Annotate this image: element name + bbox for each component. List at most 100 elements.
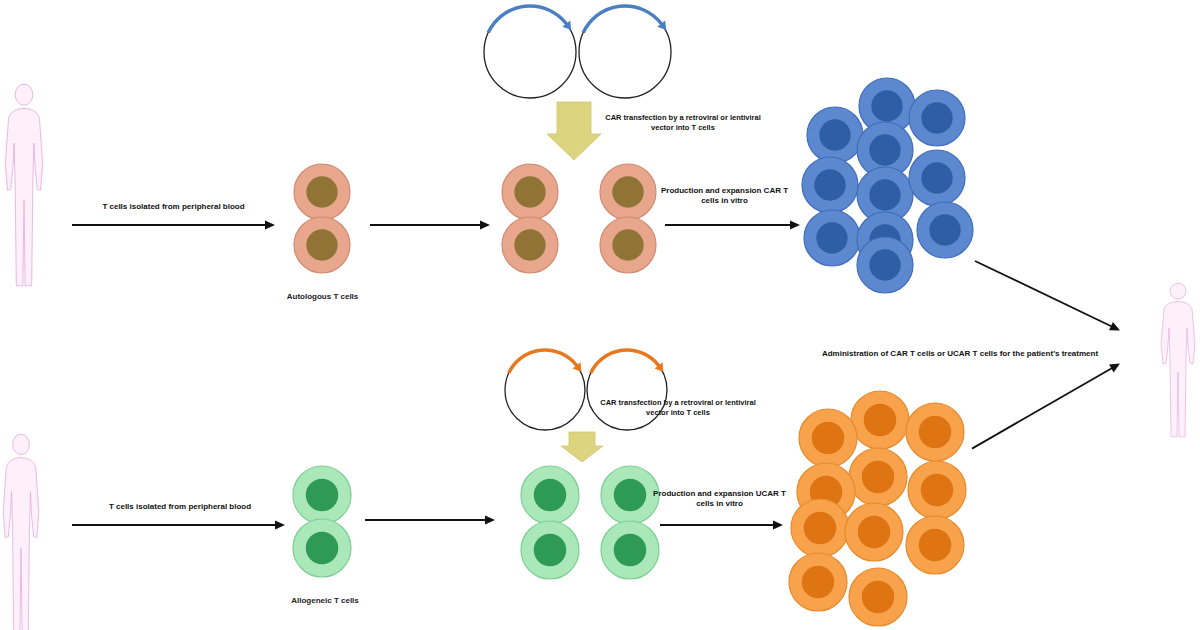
arrow-line	[972, 367, 1113, 448]
t-cell	[502, 164, 558, 220]
cell-nucleus	[858, 516, 890, 548]
arrow-line	[660, 524, 775, 526]
cell-group	[783, 372, 972, 630]
plasmid-ring	[505, 350, 585, 430]
cell-nucleus	[612, 229, 643, 260]
flow-arrow	[660, 521, 783, 530]
cell-nucleus	[804, 512, 836, 544]
cells-drawing	[275, 160, 370, 305]
cell-group: Autologous T cells	[275, 160, 370, 305]
t-cell	[909, 90, 965, 146]
transfection-arrow	[561, 432, 603, 462]
t-cell	[791, 499, 849, 557]
plasmid-vector	[482, 4, 674, 102]
t-cell	[917, 202, 973, 258]
arrow-label: T cells isolated from peripheral blood	[75, 502, 285, 512]
t-cell	[857, 237, 913, 293]
cell-nucleus	[871, 90, 902, 121]
cell-nucleus	[864, 404, 896, 436]
cells-drawing	[285, 462, 365, 615]
person-outline	[2, 80, 46, 290]
arrow-label: Production and expansion UCAR T cells in…	[652, 489, 787, 510]
t-cell	[293, 519, 351, 577]
gene-insert-head	[573, 362, 582, 371]
person-figure	[1120, 280, 1200, 440]
flow-arrow	[665, 221, 800, 230]
t-cell	[802, 157, 858, 213]
gene-insert-head	[657, 21, 666, 30]
cell-nucleus	[869, 179, 900, 210]
cell-nucleus	[306, 532, 338, 564]
cell-caption: Autologous T cells	[235, 292, 410, 302]
cell-nucleus	[814, 169, 845, 200]
cell-nucleus	[862, 581, 894, 613]
t-cell	[294, 217, 350, 273]
arrow-line	[665, 224, 792, 226]
cells-drawing	[783, 372, 972, 630]
arrow-label: Production and expansion CAR T cells in …	[657, 186, 792, 207]
arrow-head	[485, 516, 495, 525]
cells-drawing	[490, 160, 665, 280]
gene-insert-arc	[509, 350, 577, 373]
person-head	[1170, 283, 1186, 299]
t-cell	[789, 553, 847, 611]
t-cell	[849, 568, 907, 626]
cell-nucleus	[306, 229, 337, 260]
flow-arrow	[370, 221, 490, 230]
arrow-head	[773, 521, 783, 530]
t-cell	[600, 164, 656, 220]
gene-insert-arc	[583, 6, 661, 33]
t-cell	[502, 217, 558, 273]
cells-drawing	[800, 76, 975, 296]
cell-nucleus	[612, 176, 643, 207]
cell-group: Allogeneic T cells	[285, 462, 365, 615]
gene-insert-arc	[591, 350, 659, 373]
arrow-head	[790, 221, 800, 230]
person-head	[13, 434, 30, 455]
arrow-head	[1109, 322, 1120, 330]
cell-nucleus	[514, 229, 545, 260]
t-cell	[521, 466, 579, 524]
t-cell	[849, 448, 907, 506]
t-cell	[601, 521, 659, 579]
gene-insert-arc	[488, 6, 566, 33]
person-figure	[0, 80, 72, 290]
t-cell	[807, 107, 863, 163]
flow-arrow	[72, 221, 275, 230]
cell-nucleus	[921, 474, 953, 506]
transfection-arrow	[547, 102, 601, 160]
t-cell	[600, 217, 656, 273]
cell-nucleus	[929, 214, 960, 245]
t-cell	[804, 210, 860, 266]
cell-nucleus	[919, 416, 951, 448]
person-head	[15, 84, 33, 105]
t-cell	[294, 164, 350, 220]
cell-group	[800, 76, 975, 296]
t-cell	[799, 409, 857, 467]
plasmid-ring	[579, 6, 671, 98]
person-body	[1161, 302, 1195, 437]
plasmid-ring	[484, 6, 576, 98]
note-label: Administration of CAR T cells or UCAR T …	[785, 349, 1135, 359]
flow-arrow	[72, 521, 285, 530]
arrow-line	[975, 261, 1113, 327]
cell-nucleus	[869, 249, 900, 280]
person-outline	[0, 430, 42, 630]
arrow-line	[370, 224, 482, 226]
arrow-line	[72, 524, 277, 526]
cell-group	[490, 160, 665, 280]
cell-nucleus	[614, 534, 646, 566]
arrow-head	[1109, 364, 1120, 373]
arrow-label: CAR transfection by a retroviral or lent…	[598, 398, 758, 418]
arrow-line	[365, 519, 487, 521]
cell-nucleus	[614, 479, 646, 511]
t-cell	[293, 466, 351, 524]
cell-nucleus	[869, 134, 900, 165]
plasmid-drawing	[482, 4, 674, 102]
person-outline	[1158, 280, 1198, 440]
gene-insert-head	[655, 362, 664, 371]
arrow-label: CAR transfection by a retroviral or lent…	[603, 113, 763, 133]
cell-nucleus	[921, 102, 952, 133]
